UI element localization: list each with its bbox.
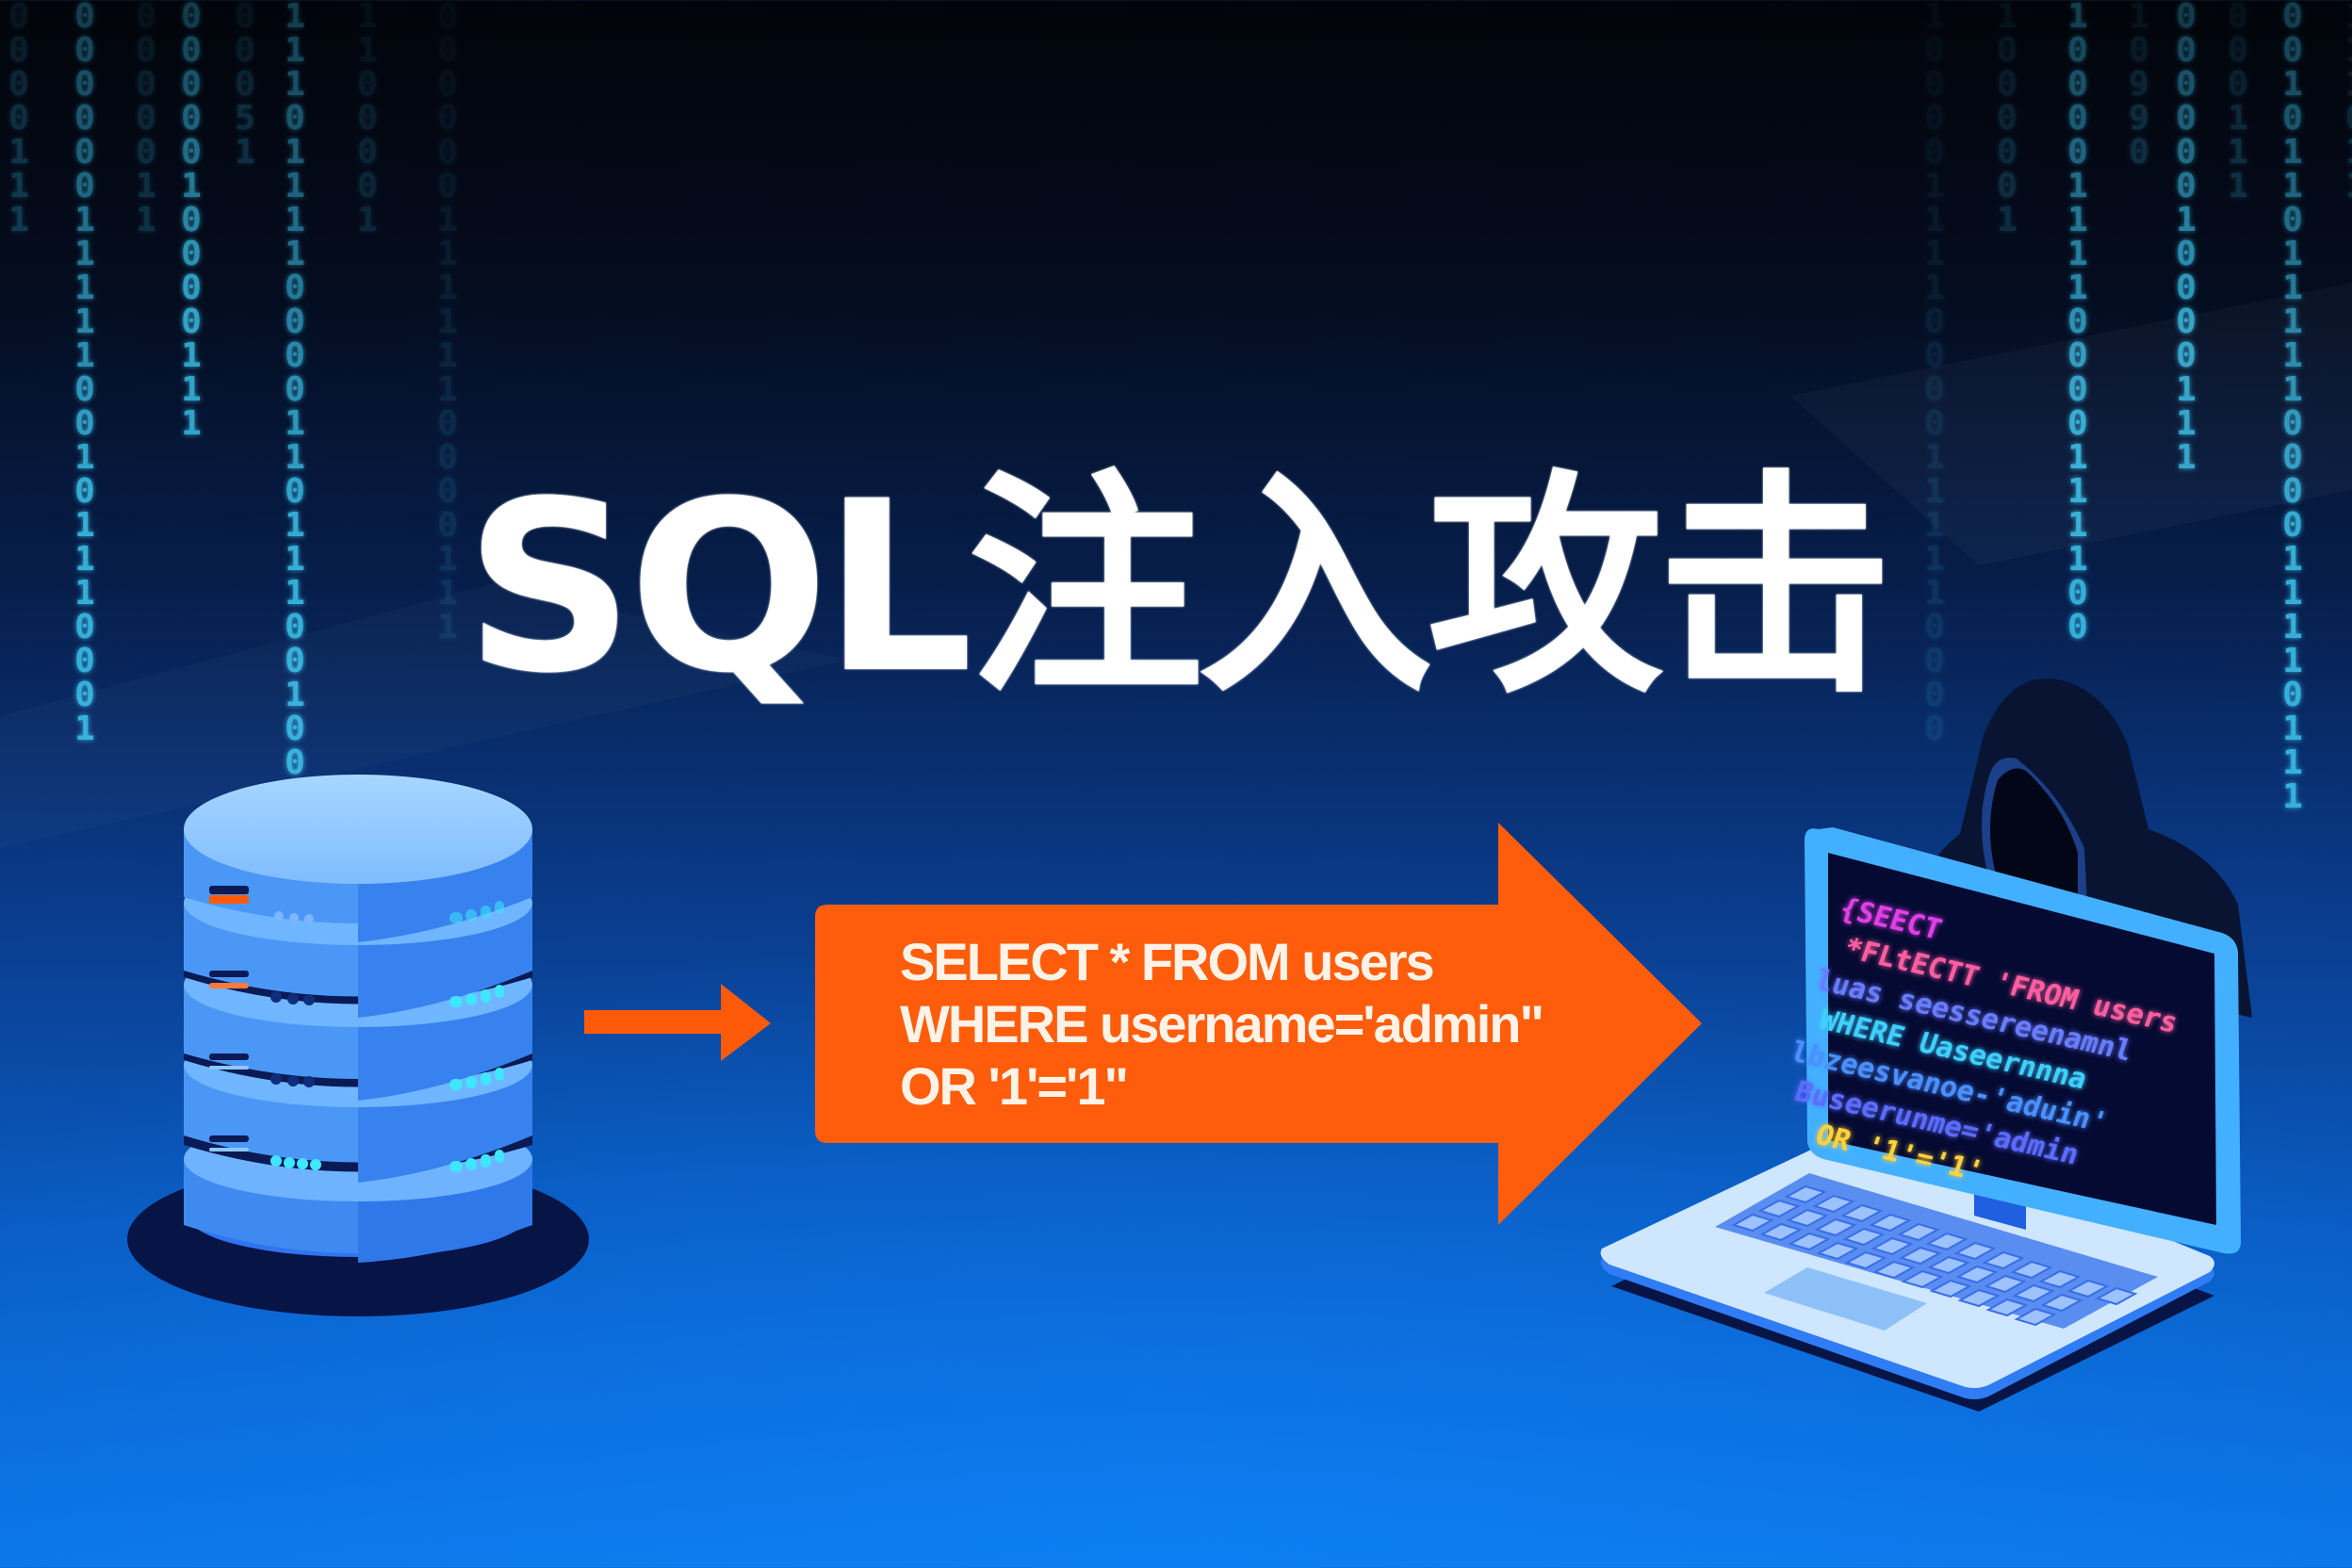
binary-column: 0000001111110000111 xyxy=(437,0,458,646)
sql-query-text: SELECT * FROM users WHERE username='admi… xyxy=(900,931,1544,1118)
query-line-1: SELECT * FROM users xyxy=(900,932,1435,991)
keyboard-keys xyxy=(1731,1184,2138,1327)
server-leds-right xyxy=(449,901,504,1172)
query-line-2: WHERE username='admin" xyxy=(900,994,1544,1054)
server-slot-3 xyxy=(209,1054,315,1087)
server-slot-1 xyxy=(209,886,314,923)
server-slot-4 xyxy=(209,1135,321,1170)
server-slot-2 xyxy=(209,971,315,1005)
server-top xyxy=(184,775,532,945)
query-line-3: OR '1'='1" xyxy=(900,1056,1129,1116)
binary-column: 1000011110000111110000 xyxy=(1924,0,1945,746)
page-title: SQL注入攻击 xyxy=(465,450,1893,725)
